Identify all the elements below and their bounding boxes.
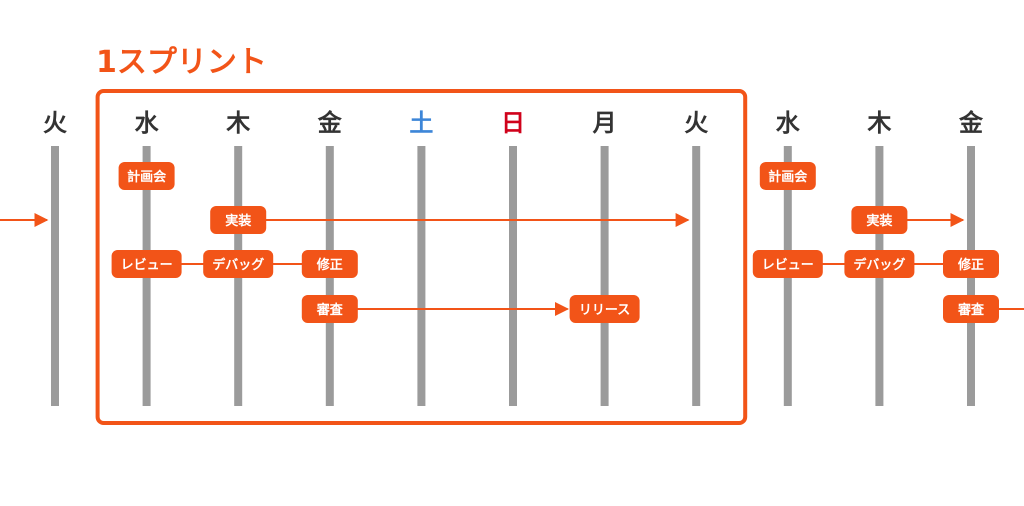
day-label: 木 bbox=[866, 109, 892, 137]
task-tag-bg bbox=[752, 250, 823, 278]
task-tag: 計画会 bbox=[118, 162, 175, 190]
task-tag-label: デバッグ bbox=[212, 257, 264, 273]
sprint-frame bbox=[95, 89, 748, 425]
task-tag-label: 計画会 bbox=[768, 169, 808, 185]
task-tag: 計画会 bbox=[759, 162, 816, 190]
task-tag: デバッグ bbox=[844, 250, 915, 278]
task-tag-label: レビュー bbox=[121, 257, 173, 273]
task-tag-label: 実装 bbox=[225, 213, 251, 229]
task-tag-label: レビュー bbox=[762, 257, 814, 273]
task-tag-bg bbox=[851, 206, 908, 234]
task-tag-label: リリース bbox=[579, 303, 630, 318]
task-tag-bg bbox=[203, 250, 274, 278]
day-line bbox=[51, 146, 59, 406]
task-tag: レビュー bbox=[111, 250, 182, 278]
task-tag: 審査 bbox=[301, 295, 358, 323]
day-label: 水 bbox=[135, 109, 160, 137]
task-tag: 実装 bbox=[851, 206, 908, 234]
task-tag-label: 修正 bbox=[957, 257, 984, 273]
day-label: 火 bbox=[43, 109, 67, 137]
day-lines bbox=[51, 146, 975, 406]
task-tag-bg bbox=[759, 162, 816, 190]
task-tag: 審査 bbox=[943, 295, 999, 323]
day-line bbox=[600, 146, 609, 406]
task-tag-bg bbox=[569, 295, 640, 323]
task-tag-label: 審査 bbox=[316, 302, 344, 318]
task-tag-bg bbox=[111, 250, 182, 278]
task-tag: レビュー bbox=[752, 250, 823, 278]
sprint-title: 1スプリント bbox=[96, 45, 267, 80]
day-label: 土 bbox=[409, 109, 433, 137]
day-label: 日 bbox=[501, 109, 525, 137]
task-tag: 修正 bbox=[943, 250, 999, 278]
task-tag: 実装 bbox=[210, 206, 267, 234]
task-tag: リリース bbox=[569, 295, 640, 323]
task-tag-bg bbox=[301, 295, 358, 323]
task-tag: デバッグ bbox=[203, 250, 274, 278]
day-label: 火 bbox=[684, 109, 708, 137]
task-tag-bg bbox=[844, 250, 915, 278]
day-line bbox=[509, 146, 517, 406]
task-tag-label: 計画会 bbox=[127, 169, 167, 185]
task-tag-bg bbox=[943, 250, 999, 278]
day-line bbox=[692, 146, 701, 406]
task-tag-label: 審査 bbox=[957, 302, 985, 318]
day-label: 金 bbox=[317, 109, 343, 137]
task-tag-label: 実装 bbox=[866, 213, 892, 229]
day-label: 月 bbox=[592, 109, 617, 137]
day-label: 水 bbox=[776, 109, 801, 137]
day-label: 金 bbox=[958, 109, 984, 137]
task-tag-label: 修正 bbox=[316, 257, 343, 273]
day-line bbox=[417, 146, 426, 406]
task-tag: 修正 bbox=[301, 250, 358, 278]
task-tag-bg bbox=[210, 206, 267, 234]
task-tag-bg bbox=[301, 250, 358, 278]
task-tag-bg bbox=[118, 162, 175, 190]
day-label: 木 bbox=[225, 109, 251, 137]
task-tag-bg bbox=[943, 295, 999, 323]
task-tag-label: デバッグ bbox=[853, 257, 905, 273]
day-labels: 火水木金土日月火水木金 bbox=[43, 109, 984, 137]
